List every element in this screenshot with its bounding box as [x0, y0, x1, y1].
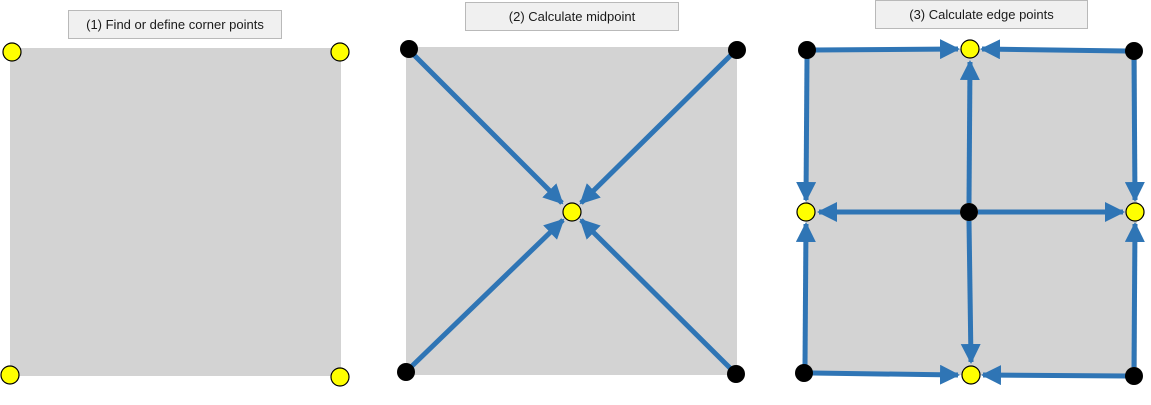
corner-point-bottom-right: [727, 365, 745, 383]
corner-point-bottom-left: [795, 364, 813, 382]
panel-3: [795, 39, 1145, 386]
arrow-bottom-left-to-mid: [409, 218, 565, 369]
midpoint: [562, 202, 582, 222]
arrow-top-right-to-top-mid: [980, 39, 1127, 60]
arrow-top-left-to-mid: [411, 52, 564, 205]
corner-point-top-left: [798, 41, 816, 59]
edge-point-top: [960, 39, 980, 59]
arrow-bottom-left-to-left-mid: [795, 222, 816, 366]
edge-point-bottom: [961, 365, 981, 385]
arrow-bottom-right-to-bottom-mid: [981, 365, 1128, 386]
step-1-label: (1) Find or define corner points: [68, 10, 282, 39]
arrow-bottom-right-to-right-mid: [1124, 222, 1145, 368]
arrow-top-left-to-top-mid: [813, 39, 960, 60]
arrow-center-to-bottom-mid: [960, 220, 981, 364]
corner-point-bottom-right: [330, 367, 350, 387]
step-3-label: (3) Calculate edge points: [875, 0, 1088, 29]
corner-point-bottom-left: [0, 365, 20, 385]
corner-point-bottom-right: [1125, 367, 1143, 385]
arrow-top-left-to-left-mid: [796, 57, 817, 202]
arrow-center-to-top-mid: [959, 60, 980, 204]
edge-point-right: [1125, 202, 1145, 222]
corner-point-top-left: [2, 42, 22, 62]
corner-point-bottom-left: [397, 363, 415, 381]
edge-point-left: [796, 202, 816, 222]
corner-point-top-right: [728, 41, 746, 59]
panel-2: [397, 40, 746, 383]
arrow-top-right-to-mid: [579, 53, 733, 205]
midpoint: [960, 203, 978, 221]
arrow-bottom-right-to-mid: [579, 218, 732, 370]
arrow-bottom-left-to-bottom-mid: [811, 364, 960, 385]
corner-point-top-left: [400, 40, 418, 58]
step-2-label: (2) Calculate midpoint: [465, 2, 679, 31]
panel-1: [0, 42, 350, 387]
arrow-top-right-to-right-mid: [1124, 58, 1145, 202]
panel-1-square: [10, 48, 341, 376]
corner-point-top-right: [1125, 42, 1143, 60]
corner-point-top-right: [330, 42, 350, 62]
